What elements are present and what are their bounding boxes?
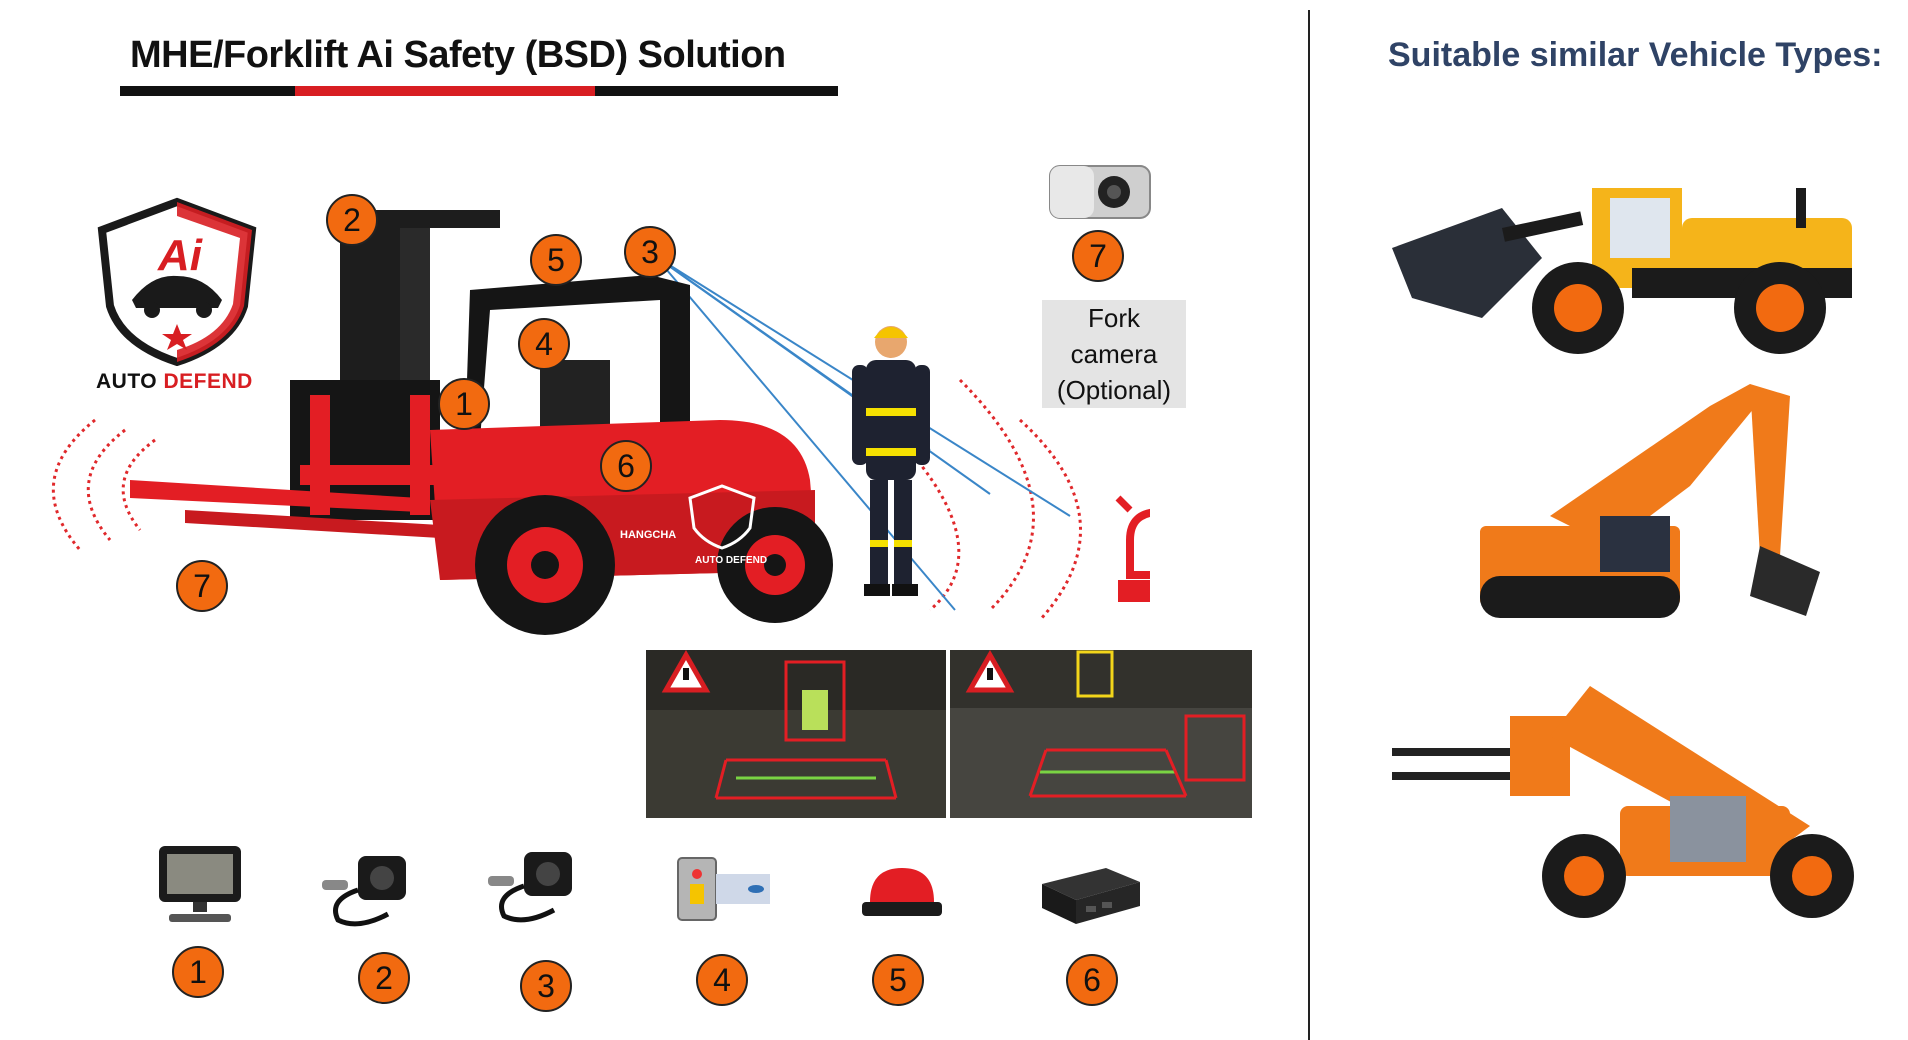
section-divider	[1308, 10, 1310, 1040]
forklift-brand: HANGCHA	[620, 529, 676, 541]
product-number-2: 2	[358, 952, 410, 1004]
product-number-6: 6	[1066, 954, 1118, 1006]
callout-badge-1: 1	[438, 378, 490, 430]
forklift-illustration: HANGCHA AUTO DEFEND	[51, 210, 1150, 635]
person-detect-box	[1184, 714, 1246, 782]
callout-badge-4: 4	[518, 318, 570, 370]
title-underline-accent	[295, 86, 595, 96]
logo-brand-text: AUTO DEFEND	[96, 370, 253, 393]
fork-sensor-arcs	[51, 418, 156, 551]
page-title: MHE/Forklift Ai Safety (BSD) Solution	[130, 34, 786, 76]
fork-camera-label: Fork camera (Optional)	[1042, 300, 1186, 408]
product-number-5: 5	[872, 954, 924, 1006]
alarm-beacon-icon	[1115, 495, 1150, 602]
ai-detection-screens	[646, 650, 1252, 818]
rear-sensor-arcs	[898, 378, 1082, 622]
product-number-4: 4	[696, 954, 748, 1006]
camera-icon	[322, 856, 406, 927]
product-number-1: 1	[172, 946, 224, 998]
callout-badge-2: 2	[326, 194, 378, 246]
forklift-shield-decal	[688, 484, 756, 550]
beacon-light-icon	[862, 868, 942, 916]
monitor-icon	[159, 846, 241, 922]
fork-camera-icon	[1049, 165, 1151, 219]
camera-icon	[488, 852, 572, 923]
vehicle-types-title: Suitable similar Vehicle Types:	[1388, 36, 1883, 74]
mdvr-recorder-icon	[1042, 868, 1140, 924]
excavator-icon	[1480, 384, 1820, 618]
callout-badge-6: 6	[600, 440, 652, 492]
pedestrian-sensor-icon	[677, 857, 770, 921]
person-detect-box	[1076, 650, 1114, 698]
callout-badge-7: 7	[176, 560, 228, 612]
forklift-decal-text: AUTO DEFEND	[695, 555, 767, 566]
wheel-loader-icon	[1392, 188, 1852, 354]
worker-figure	[852, 326, 930, 596]
telehandler-icon	[1392, 686, 1854, 918]
callout-badge-5: 5	[530, 234, 582, 286]
callout-badge-3: 3	[624, 226, 676, 278]
fork-camera-badge: 7	[1072, 230, 1124, 282]
product-number-3: 3	[520, 960, 572, 1012]
auto-defend-shield-icon: Ai	[97, 197, 257, 366]
logo-mark: Ai	[157, 231, 203, 280]
person-detect-box	[784, 660, 846, 742]
